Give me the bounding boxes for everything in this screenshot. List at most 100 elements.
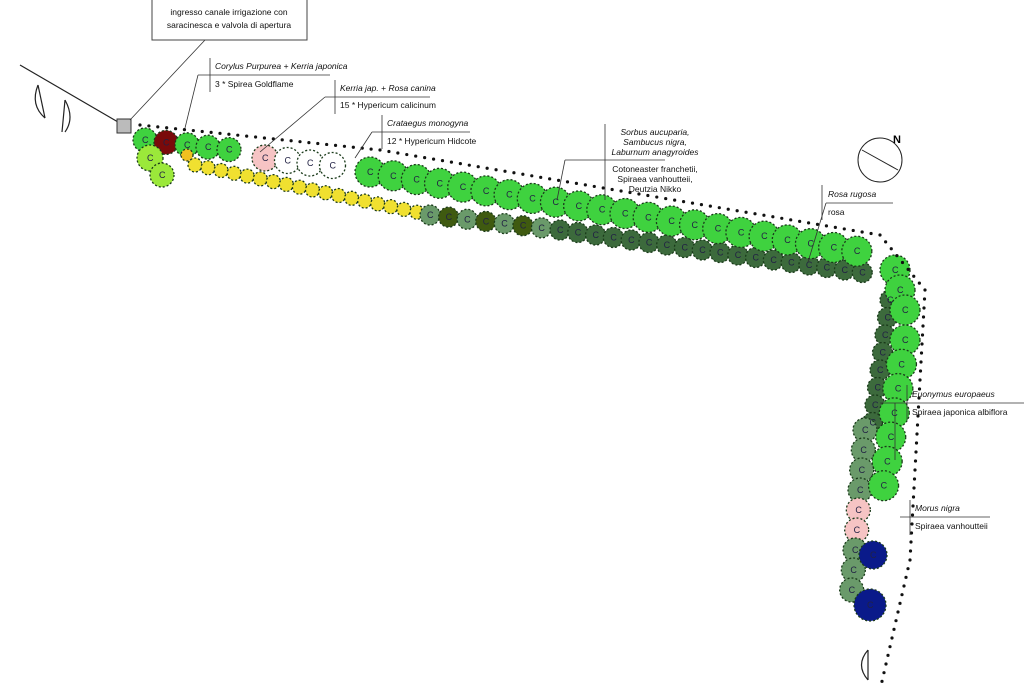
compass-icon: N (857, 134, 903, 183)
boundary-dot (351, 145, 355, 149)
boundary-dot (884, 662, 888, 666)
plant-letter: C (599, 205, 606, 215)
boundary-dot (917, 281, 921, 285)
boundary-dot (916, 414, 920, 418)
plant-letter: C (870, 550, 877, 560)
boundary-dot (565, 180, 570, 184)
label-6-top: Euonymus europaeus (912, 389, 995, 399)
navy-shrub (858, 540, 888, 570)
boundary-dot (245, 134, 249, 138)
boundary-dot (896, 610, 900, 614)
boundary-dot (699, 203, 704, 207)
boundary-dot (910, 513, 915, 517)
boundary-dot (789, 218, 793, 222)
boundary-dot (307, 140, 311, 145)
sage-shrub (850, 437, 876, 463)
label-4-top-2: Sambucus nigra, (623, 137, 687, 147)
boundary-dot (592, 184, 596, 189)
boundary-dot (583, 183, 587, 187)
boundary-dot (289, 139, 293, 143)
sage-shrub (840, 557, 866, 583)
boundary-dot (503, 169, 507, 173)
goldflame-shrub (180, 148, 194, 162)
boundary-dot (227, 132, 231, 136)
boundary-dot (921, 315, 926, 319)
boundary-dot (912, 486, 916, 490)
plant-letter: C (788, 258, 795, 268)
boundary-dot (637, 192, 641, 196)
boundary-dot (908, 549, 913, 553)
boundary-dot (458, 162, 462, 166)
plant-letter: C (307, 158, 314, 168)
boundary-dot (405, 152, 409, 157)
boundary-dot (914, 441, 919, 445)
yellow-shrub (304, 182, 321, 198)
plant-letter: C (520, 221, 527, 231)
label-2-top: Kerria jap. + Rosa canina (340, 83, 436, 93)
plant-letter: C (887, 295, 894, 305)
plant-letter: C (902, 305, 909, 315)
boundary-dot (880, 679, 884, 683)
boundary-dot (753, 212, 757, 216)
plant-letter: C (645, 212, 652, 222)
yellow-shrub (252, 171, 268, 187)
boundary-dot (467, 163, 471, 167)
plant-letter: C (715, 224, 722, 234)
plant-letter: C (576, 201, 583, 211)
boundary-dot (360, 146, 364, 150)
plant-letter: C (849, 585, 856, 595)
label-5-top: Rosa rugosa (828, 189, 876, 199)
boundary-dot (780, 216, 784, 220)
boundary-dot (914, 450, 918, 454)
plant-letter: C (859, 465, 866, 475)
boundary-dot (919, 360, 923, 364)
plant-letter: C (529, 193, 536, 203)
boundary-dot (894, 619, 898, 623)
plant-letter: C (226, 145, 233, 155)
boundary-dot (369, 147, 373, 151)
boundary-dot (919, 351, 924, 355)
boundary-dot (851, 228, 855, 233)
boundary-dot (200, 129, 204, 134)
boundary-dot (298, 140, 302, 144)
yellow-shrub (396, 201, 412, 218)
title-line-2: saracinesca e valvola di apertura (167, 20, 292, 30)
yellow-shrub (265, 174, 281, 190)
boundary-dot (476, 165, 480, 169)
boundary-dot (610, 187, 614, 192)
plant-letter: C (735, 250, 742, 260)
boundary-dot (888, 645, 892, 649)
plant-letter: C (857, 485, 864, 495)
boundary-dot (906, 267, 910, 271)
plant-letter: C (855, 505, 862, 515)
boundary-dot (918, 378, 922, 382)
boundary-dot (912, 477, 917, 481)
plant-letter: C (860, 445, 867, 455)
yellow-shrub (239, 168, 255, 184)
boundary-dot (440, 159, 445, 163)
boundary-dot (147, 124, 151, 128)
boundary-dot (922, 306, 926, 310)
plant-letter: C (163, 137, 170, 147)
boundary-dot (574, 181, 579, 185)
gate-bottom (860, 649, 869, 681)
plant-letter: C (159, 170, 166, 180)
plant-letter: C (460, 182, 467, 192)
gate-left (19, 64, 119, 133)
title-box (151, 0, 308, 41)
yellow-shrub (370, 196, 386, 212)
boundary-dot (601, 186, 605, 190)
plant-letter: C (841, 265, 848, 275)
boundary-dot (253, 135, 258, 139)
boundary-dot (860, 230, 864, 234)
boundary-dot (902, 584, 906, 588)
yellow-shrub (344, 190, 360, 206)
boundary-dot (414, 154, 418, 158)
boundary-dot (156, 125, 160, 129)
plant-letter: C (877, 365, 884, 375)
plant-letter: C (390, 171, 397, 181)
plant-letter: C (888, 432, 895, 442)
boundary-dot (378, 148, 382, 152)
boundary-dot (548, 177, 552, 181)
